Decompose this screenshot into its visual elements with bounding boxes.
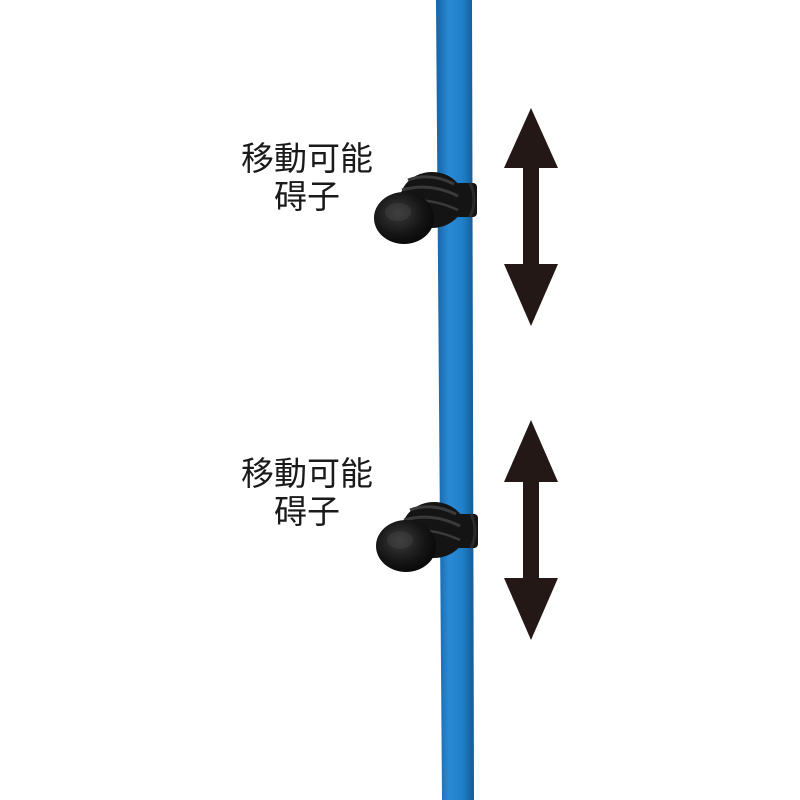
label-line: 碍子 xyxy=(274,492,340,531)
vertical-double-arrow-icon-top xyxy=(504,108,558,326)
fence-post xyxy=(436,0,474,800)
label-line: 移動可能 xyxy=(241,454,373,493)
label-line: 移動可能 xyxy=(241,139,373,178)
insulator-icon-bottom xyxy=(376,502,478,572)
insulator-icon-top xyxy=(374,172,477,244)
insulator-label-top: 移動可能 碍子 xyxy=(232,140,382,216)
insulator-label-bottom: 移動可能 碍子 xyxy=(232,455,382,531)
label-line: 碍子 xyxy=(274,177,340,216)
vertical-double-arrow-icon-bottom xyxy=(504,420,558,640)
